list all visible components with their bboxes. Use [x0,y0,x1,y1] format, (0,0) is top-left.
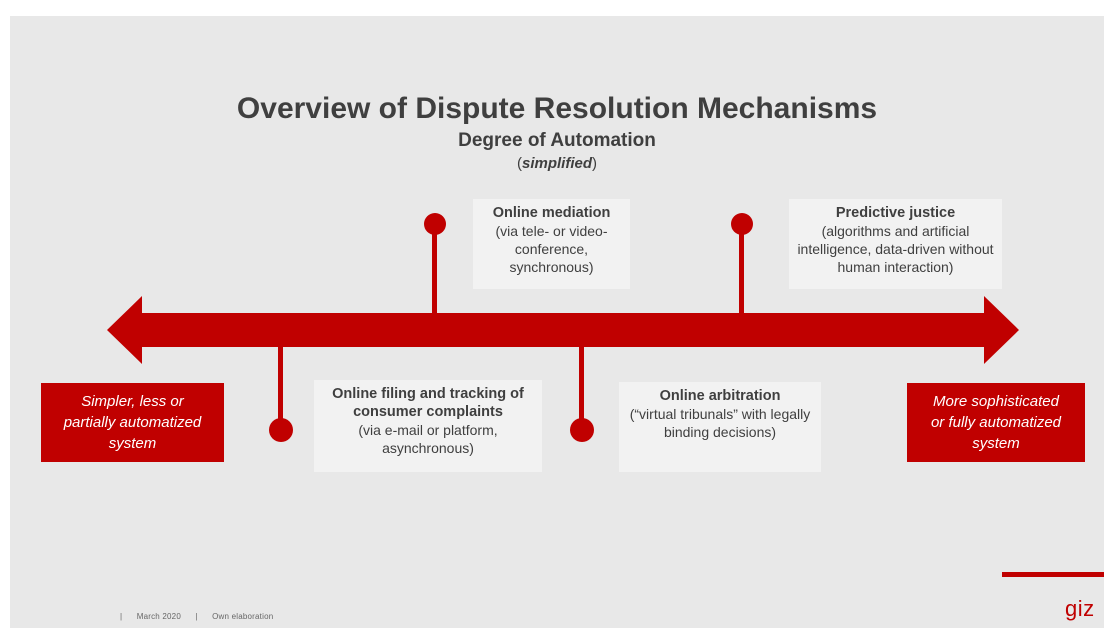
right-end-label: More sophisticated or fully automatized … [907,383,1085,462]
right-end-line: system [972,435,1020,452]
right-end-line: or fully automatized [930,414,1062,431]
subnote-close: ) [592,155,597,172]
mechanism-detail: (“virtual tribunals” with legally bindin… [629,406,811,440]
mechanism-box-arbitration: Online arbitration (“virtual tribunals” … [619,382,821,472]
slide-title: Overview of Dispute Resolution Mechanism… [236,92,878,125]
left-end-label: Simpler, less or partially automatized s… [41,383,224,462]
giz-logo: giz [1065,596,1095,621]
footer-source: Own elaboration [212,612,274,621]
double-arrow-shape [107,296,1019,364]
mechanism-box-mediation: Online mediation (via tele- or video-con… [473,199,630,289]
subnote-emphasis: simplified [521,155,592,172]
automation-arrow [107,213,1019,442]
left-end-line: Simpler, less or [81,393,184,410]
dot-mediation [424,213,446,235]
left-end-line: partially automatized [63,414,202,431]
left-end-line: system [108,435,157,452]
footer-separator: | [195,612,198,621]
subnote-open: ( [516,155,522,172]
mechanism-box-filing: Online filing and tracking of consumer c… [314,380,542,472]
mechanism-title: Online filing and tracking of consumer c… [332,386,524,420]
dot-filing [269,418,293,442]
mechanism-title: Online arbitration [659,388,781,404]
mechanism-title: Online mediation [492,205,611,221]
footer: | March 2020 | Own elaboration [120,612,285,621]
slide-subtitle: Degree of Automation [458,130,656,151]
dot-arbitration [570,418,594,442]
mechanism-detail: (algorithms and artificial intelligence,… [797,223,994,275]
brand-rule [1002,572,1104,577]
stem-predictive [739,230,744,314]
stem-arbitration [579,346,584,430]
slide: Overview of Dispute Resolution Mechanism… [10,16,1104,628]
right-end-line: More sophisticated [933,393,1059,410]
dot-predictive [731,213,753,235]
mechanism-title: Predictive justice [835,205,956,221]
mechanism-detail: (via e-mail or platform, asynchronous) [358,422,498,456]
footer-date: March 2020 [136,612,181,621]
mechanism-detail: (via tele- or video-conference, synchron… [495,223,608,275]
stem-filing [278,346,283,430]
stem-mediation [432,230,437,314]
footer-separator: | [120,612,123,621]
mechanism-box-predictive: Predictive justice (algorithms and artif… [789,199,1002,289]
slide-subnote: (simplified) [10,155,1104,172]
